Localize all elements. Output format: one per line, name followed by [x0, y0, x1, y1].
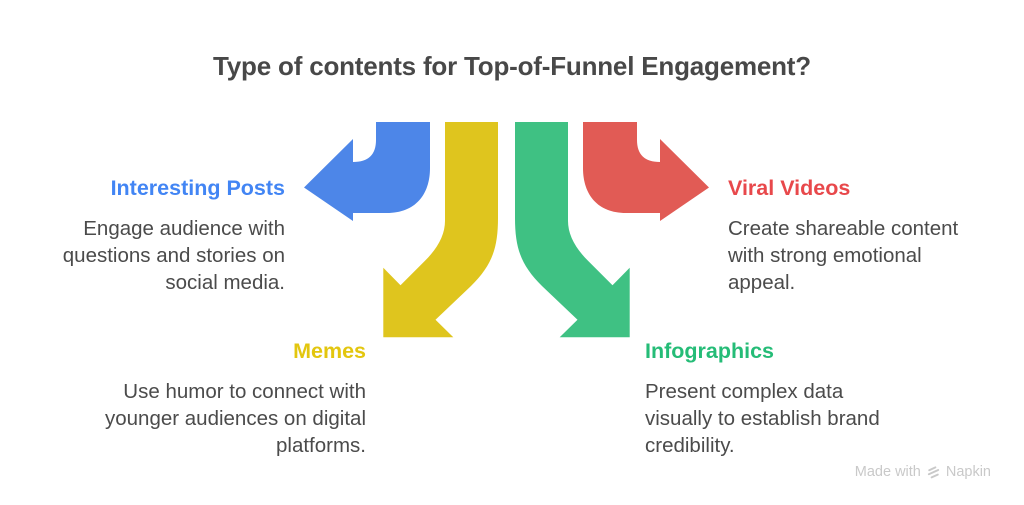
page-title: Type of contents for Top-of-Funnel Engag…: [213, 51, 811, 81]
section-body-line: social media.: [165, 271, 285, 294]
section-body-line: questions and stories on: [62, 244, 285, 267]
section-body-line: visually to establish brand: [645, 407, 880, 430]
section-body: Create shareable content with strong emo…: [728, 215, 958, 296]
section-memes: Memes Use humor to connect with younger …: [105, 340, 366, 459]
section-interesting-posts: Interesting Posts Engage audience with q…: [63, 177, 285, 296]
section-viral-videos: Viral Videos Create shareable content wi…: [728, 177, 958, 296]
section-infographics: Infographics Present complex data visual…: [645, 340, 880, 459]
section-body-line: Create shareable content: [728, 217, 959, 240]
arrow-curve-down-right-icon: [515, 122, 630, 338]
section-body-line: platforms.: [276, 434, 366, 457]
arrow-curve-left-icon: [304, 122, 430, 221]
section-body: Present complex data visually to establi…: [645, 378, 880, 459]
section-body-line: younger audiences on digital: [105, 407, 366, 430]
section-title: Interesting Posts: [110, 176, 285, 200]
section-title: Viral Videos: [728, 176, 851, 200]
made-with-text: Made with: [854, 464, 921, 480]
section-body-line: credibility.: [645, 434, 735, 457]
section-body-line: with strong emotional: [728, 244, 922, 267]
napkin-credit: Made with Napkin: [855, 464, 991, 480]
section-body-line: appeal.: [728, 271, 796, 294]
arrow-curve-down-left-icon: [383, 122, 498, 338]
section-title: Infographics: [645, 339, 775, 363]
section-body-line: Engage audience with: [83, 217, 285, 240]
section-title: Memes: [293, 339, 366, 363]
diverging-arrows-graphic: [304, 122, 709, 338]
arrow-curve-right-icon: [583, 122, 709, 221]
napkin-logo-icon: [927, 465, 940, 478]
section-body-line: Present complex data: [645, 380, 844, 403]
section-body: Use humor to connect with younger audien…: [105, 378, 366, 459]
brand-text: Napkin: [945, 464, 991, 480]
section-body-line: Use humor to connect with: [123, 380, 366, 403]
section-body: Engage audience with questions and stori…: [63, 215, 285, 296]
